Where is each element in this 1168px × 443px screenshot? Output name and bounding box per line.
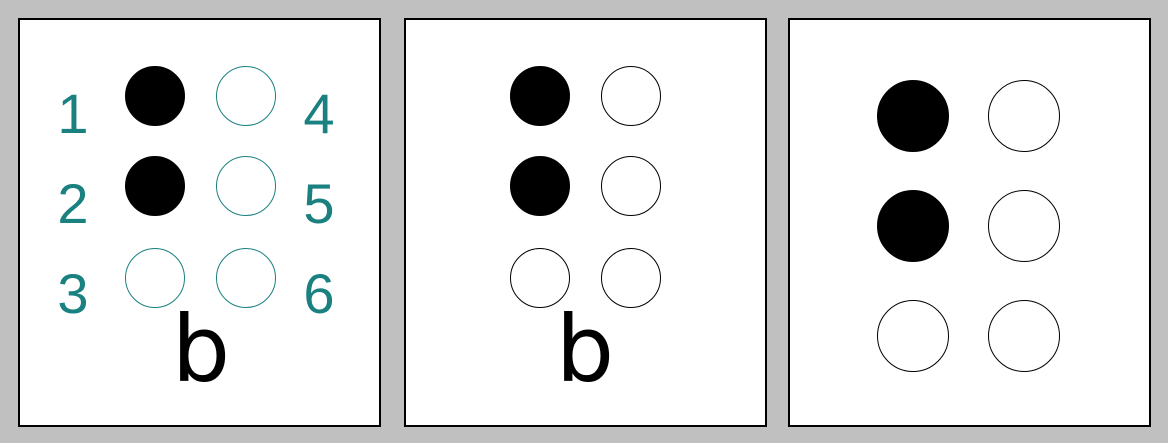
braille-letter: b bbox=[555, 296, 615, 403]
braille-dot-3 bbox=[877, 300, 949, 372]
braille-dot-3 bbox=[510, 248, 570, 308]
braille-dot-6 bbox=[601, 248, 661, 308]
braille-panel-plain bbox=[788, 18, 1151, 427]
braille-dot-4 bbox=[988, 80, 1060, 152]
braille-dot-2 bbox=[125, 156, 185, 216]
dot-number-5: 5 bbox=[303, 172, 335, 235]
braille-letter: b bbox=[171, 296, 231, 403]
braille-dot-6 bbox=[216, 248, 276, 308]
braille-dot-4 bbox=[601, 66, 661, 126]
braille-panel-numbered: 1 2 3 4 5 6 b bbox=[18, 18, 381, 427]
dot-number-4: 4 bbox=[303, 82, 335, 145]
dot-number-3: 3 bbox=[57, 262, 89, 325]
dot-number-6: 6 bbox=[303, 262, 335, 325]
braille-dot-5 bbox=[988, 190, 1060, 262]
dot-number-2: 2 bbox=[57, 172, 89, 235]
braille-dot-1 bbox=[125, 66, 185, 126]
braille-dot-1 bbox=[877, 80, 949, 152]
braille-dot-6 bbox=[988, 300, 1060, 372]
braille-dot-5 bbox=[216, 156, 276, 216]
braille-dot-5 bbox=[601, 156, 661, 216]
braille-panel-with-letter: b bbox=[404, 18, 767, 427]
dot-number-1: 1 bbox=[57, 82, 89, 145]
braille-dot-2 bbox=[877, 190, 949, 262]
braille-dot-3 bbox=[125, 248, 185, 308]
braille-dot-2 bbox=[510, 156, 570, 216]
braille-dot-4 bbox=[216, 66, 276, 126]
braille-dot-1 bbox=[510, 66, 570, 126]
